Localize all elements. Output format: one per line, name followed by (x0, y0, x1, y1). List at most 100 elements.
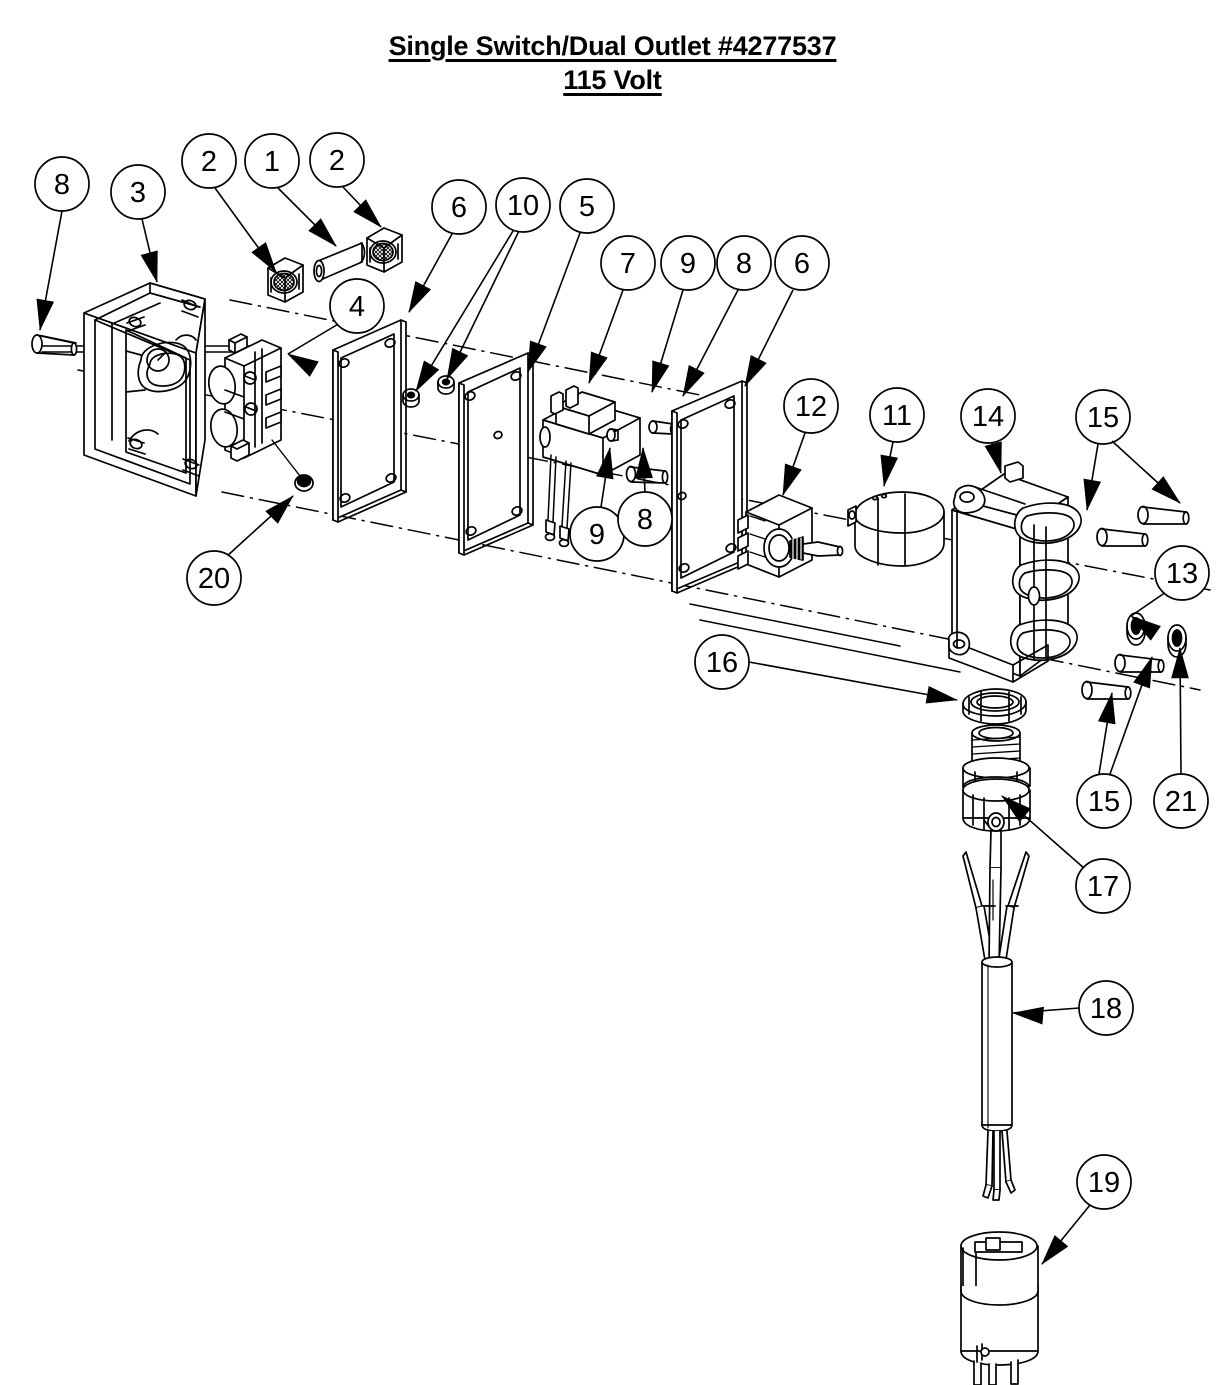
part-11-switch-cover (847, 491, 945, 567)
callout-balloon-4[interactable]: 4 (287, 278, 385, 377)
leader-arrowhead (588, 351, 608, 385)
part-12-toggle-switch (737, 494, 844, 578)
balloon-number: 16 (706, 647, 738, 679)
callout-balloon-2[interactable]: 2 (309, 132, 382, 228)
leader-arrowhead (880, 454, 899, 488)
callout-balloon-c15b2[interactable] (1109, 655, 1153, 775)
callout-balloon-13[interactable]: 13 (1130, 545, 1210, 641)
callout-balloon-14[interactable]: 14 (960, 388, 1016, 475)
callout-balloon-10[interactable]: 10 (415, 177, 551, 392)
balloon-circle[interactable] (1078, 980, 1134, 1036)
balloon-circle[interactable] (431, 179, 487, 235)
part-19-plug-connector (960, 1231, 1039, 1385)
balloon-circle[interactable] (181, 133, 237, 189)
callout-balloon-20[interactable]: 20 (186, 495, 294, 606)
callout-balloon-19[interactable]: 19 (1041, 1154, 1132, 1265)
balloon-number: 13 (1166, 558, 1198, 590)
balloon-circle[interactable] (617, 491, 673, 547)
balloon-circle[interactable] (783, 378, 839, 434)
part-7-switch-block (539, 385, 641, 548)
balloon-number: 5 (579, 191, 595, 223)
callout-balloon-9[interactable]: 9 (569, 446, 625, 562)
balloon-circle[interactable] (600, 235, 656, 291)
part-15-screw-lower-b (1114, 653, 1165, 673)
callout-balloon-15[interactable]: 15 (1075, 389, 1131, 512)
callout-balloon-6[interactable]: 6 (744, 235, 830, 387)
balloon-number: 15 (1088, 786, 1120, 818)
balloon-circle[interactable] (34, 156, 90, 212)
balloon-circle[interactable] (309, 132, 365, 188)
balloon-circle[interactable] (186, 550, 242, 606)
part-14-main-housing (947, 461, 1082, 683)
callout-balloon-15[interactable]: 15 (1076, 691, 1132, 829)
balloon-number: 21 (1165, 786, 1197, 818)
balloon-circle[interactable] (774, 235, 830, 291)
callout-balloon-8[interactable]: 8 (34, 156, 90, 332)
callout-balloon-8[interactable]: 8 (617, 446, 673, 547)
leader-arrowhead (682, 364, 705, 397)
balloon-number: 8 (736, 248, 752, 280)
leader-arrowhead (408, 281, 432, 313)
balloon-number: 12 (795, 391, 827, 423)
leader-arrowhead (308, 218, 337, 247)
callout-balloon-12[interactable]: 12 (782, 378, 839, 497)
callout-balloon-17[interactable]: 17 (1001, 795, 1131, 914)
part-16-lock-nut (962, 688, 1027, 725)
callout-balloon-16[interactable]: 16 (694, 634, 959, 704)
callout-balloon-c10b[interactable] (446, 230, 520, 380)
balloon-circle[interactable] (960, 388, 1016, 444)
part-cover-plate-middle (458, 352, 534, 556)
balloon-number: 19 (1088, 1167, 1120, 1199)
leader-arrowhead (446, 347, 469, 380)
leader-arrowhead (353, 199, 382, 228)
leader-line (287, 322, 341, 355)
callout-balloon-3[interactable]: 3 (110, 164, 166, 284)
leader-arrowhead (782, 463, 802, 497)
part-5-gasket-plate (332, 319, 407, 523)
callout-balloon-7[interactable]: 7 (588, 235, 656, 385)
balloon-circle[interactable] (495, 177, 551, 233)
callout-balloon-5[interactable]: 5 (527, 178, 615, 374)
part-20-ground-screw (271, 439, 314, 492)
balloon-circle[interactable] (1154, 545, 1210, 601)
leader-line (748, 661, 958, 701)
callout-balloon-11[interactable]: 11 (869, 387, 925, 488)
balloon-circle[interactable] (110, 164, 166, 220)
callout-balloon-8[interactable]: 8 (682, 235, 772, 397)
leader-arrowhead (287, 353, 319, 377)
balloon-circle[interactable] (329, 278, 385, 334)
balloon-circle[interactable] (1076, 1154, 1132, 1210)
balloon-circle[interactable] (869, 387, 925, 443)
balloon-circle[interactable] (244, 133, 300, 189)
assembly-geometry (31, 227, 1211, 1385)
part-17-cord-grip (962, 724, 1031, 832)
balloon-circle[interactable] (1075, 858, 1131, 914)
callout-balloon-18[interactable]: 18 (1011, 980, 1134, 1036)
balloon-circle[interactable] (559, 178, 615, 234)
leader-arrowhead (1001, 795, 1031, 823)
callout-balloon-6[interactable]: 6 (408, 179, 487, 313)
balloon-number: 15 (1087, 402, 1119, 434)
leader-arrowhead (1171, 646, 1189, 679)
callout-balloon-9[interactable]: 9 (651, 235, 716, 394)
callout-balloon-2[interactable]: 2 (181, 133, 277, 273)
balloon-circle[interactable] (660, 235, 716, 291)
balloon-number: 9 (680, 248, 696, 280)
part-6-gasket-plate-right (671, 380, 748, 594)
balloon-circle[interactable] (1075, 389, 1131, 445)
callout-balloon-21[interactable]: 21 (1153, 646, 1209, 829)
callout-balloon-1[interactable]: 1 (244, 133, 337, 247)
balloon-circle[interactable] (1153, 773, 1209, 829)
balloon-circle[interactable] (1076, 773, 1132, 829)
leader-arrowhead (1130, 615, 1161, 641)
leader-arrowhead (925, 685, 959, 704)
balloon-circle[interactable] (694, 634, 750, 690)
balloon-circle[interactable] (716, 235, 772, 291)
callout-balloon-c15a2[interactable] (1111, 440, 1181, 504)
part-2-hex-nut-left (267, 257, 304, 303)
balloon-number: 6 (451, 192, 467, 224)
leader-arrowhead (1133, 655, 1153, 689)
